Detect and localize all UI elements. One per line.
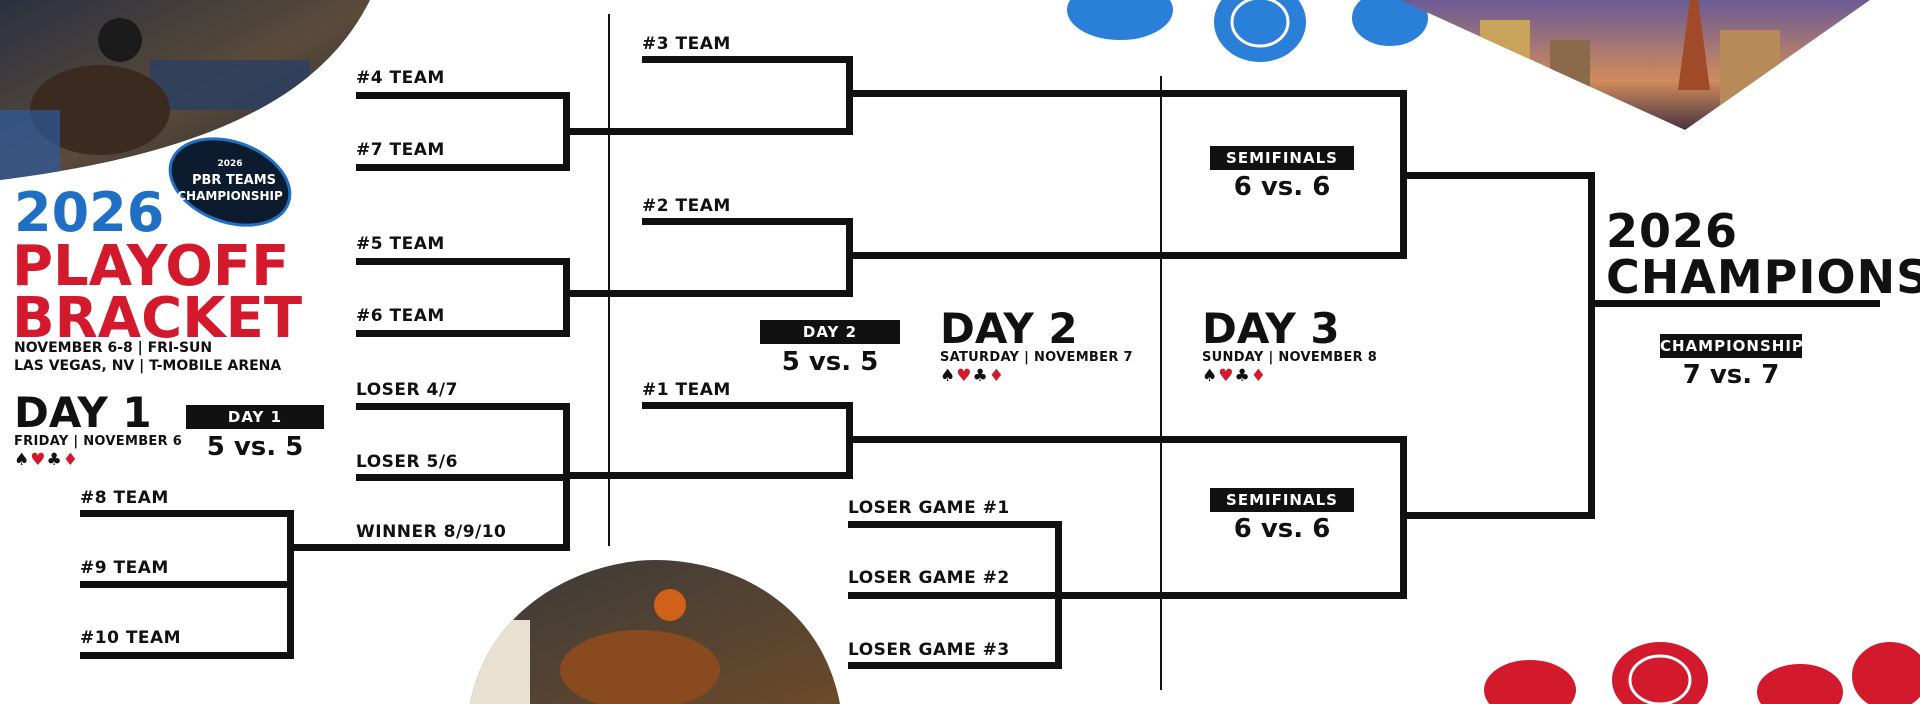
- team-8-label: #8 TEAM: [80, 488, 169, 508]
- bracket-line: [848, 662, 1062, 669]
- bracket-line: [356, 164, 570, 171]
- heart-icon: ♥: [30, 450, 47, 470]
- title-year: 2026: [14, 181, 165, 244]
- bracket-line: [1400, 172, 1595, 179]
- loser-5-6-label: LOSER 5/6: [356, 452, 458, 472]
- bracket-line: [356, 92, 570, 99]
- team-9-label: #9 TEAM: [80, 558, 169, 578]
- diamond-icon: ♦: [62, 450, 79, 470]
- club-icon: ♣: [46, 450, 63, 470]
- bracket-line: [1588, 300, 1880, 307]
- team-6-label: #6 TEAM: [356, 306, 445, 326]
- bracket-line: [563, 290, 853, 297]
- spade-icon: ♠: [1202, 366, 1219, 386]
- heart-icon: ♥: [956, 366, 973, 386]
- day1-title: DAY 1: [14, 388, 152, 437]
- day3-title: DAY 3: [1202, 304, 1340, 353]
- day3-date: SUNDAY | NOVEMBER 8: [1202, 350, 1378, 365]
- team-1-label: #1 TEAM: [642, 380, 731, 400]
- day2-suits: ♠♥♣♦: [940, 366, 1005, 386]
- title-bracket: BRACKET: [12, 286, 303, 351]
- bracket-line: [80, 652, 294, 659]
- bracket-line: [356, 403, 570, 410]
- team-7-label: #7 TEAM: [356, 140, 445, 160]
- event-dates: NOVEMBER 6-8 | FRI-SUN: [14, 340, 213, 356]
- bracket-line: [642, 218, 853, 225]
- bracket-line: [1400, 512, 1595, 519]
- day2-badge: DAY 2: [760, 320, 900, 344]
- championship-format: 7 vs. 7: [1682, 360, 1780, 390]
- logo-teams: PBR TEAMS: [192, 173, 276, 188]
- team-10-label: #10 TEAM: [80, 628, 182, 648]
- day2-date: SATURDAY | NOVEMBER 7: [940, 350, 1133, 365]
- loser-game-1-label: LOSER GAME #1: [848, 498, 1010, 518]
- logo-year: 2026: [217, 159, 242, 169]
- team-5-label: #5 TEAM: [356, 234, 445, 254]
- loser-4-7-label: LOSER 4/7: [356, 380, 458, 400]
- semifinal-top-format: 6 vs. 6: [1233, 172, 1331, 202]
- semifinal-top-badge: SEMIFINALS: [1210, 146, 1354, 170]
- day2-title: DAY 2: [940, 304, 1078, 353]
- championship-badge: CHAMPIONSHIP: [1660, 334, 1803, 358]
- spade-icon: ♠: [14, 450, 31, 470]
- day1-suits: ♠♥♣♦: [14, 450, 79, 470]
- bracket-line: [642, 402, 853, 409]
- bracket-line: [356, 474, 570, 481]
- diamond-icon: ♦: [988, 366, 1005, 386]
- day2-format: 5 vs. 5: [781, 347, 879, 377]
- poker-chips-top: [1063, 0, 1432, 66]
- bracket-line: [1588, 172, 1595, 519]
- club-icon: ♣: [972, 366, 989, 386]
- loser-game-2-label: LOSER GAME #2: [848, 568, 1010, 588]
- spade-icon: ♠: [940, 366, 957, 386]
- bracket-line: [563, 472, 853, 479]
- day2-day3-divider: [1160, 76, 1162, 690]
- bracket-line: [848, 521, 1062, 528]
- champions-year: 2026: [1606, 204, 1739, 258]
- bracket-line: [846, 252, 1407, 259]
- las-vegas-skyline-photo: [1400, 0, 1870, 130]
- champions-heading: 2026 CHAMPIONS: [1606, 208, 1920, 300]
- diamond-icon: ♦: [1250, 366, 1267, 386]
- bracket-line: [80, 510, 294, 517]
- bracket-line: [80, 581, 294, 588]
- bull-riding-photo-bottom: [470, 560, 840, 704]
- club-icon: ♣: [1234, 366, 1251, 386]
- bracket-line: [642, 56, 853, 63]
- semifinal-bottom-format: 6 vs. 6: [1233, 514, 1331, 544]
- bracket-line: [848, 592, 1062, 599]
- event-venue: LAS VEGAS, NV | T-MOBILE ARENA: [14, 358, 282, 374]
- bracket-line: [846, 436, 1407, 443]
- team-4-label: #4 TEAM: [356, 68, 445, 88]
- bracket-line: [563, 258, 570, 337]
- bracket-line: [356, 258, 570, 265]
- team-3-label: #3 TEAM: [642, 34, 731, 54]
- bracket-line: [356, 330, 570, 337]
- bracket-line: [1055, 592, 1407, 599]
- poker-chips-bottom: [1480, 638, 1920, 704]
- loser-game-3-label: LOSER GAME #3: [848, 640, 1010, 660]
- bracket-line: [290, 544, 570, 551]
- pbr-teams-championship-logo: 2026 PBR TEAMS CHAMPIONSHIP: [168, 137, 292, 227]
- bracket-line: [563, 128, 853, 135]
- day1-day2-divider: [608, 14, 610, 546]
- title-playoff: PLAYOFF: [12, 234, 290, 299]
- day1-badge: DAY 1: [186, 405, 324, 429]
- day3-suits: ♠♥♣♦: [1202, 366, 1267, 386]
- logo-championship: CHAMPIONSHIP: [177, 189, 283, 203]
- bracket-line: [287, 510, 294, 659]
- bracket-line: [846, 90, 1407, 97]
- semifinal-bottom-badge: SEMIFINALS: [1210, 488, 1354, 512]
- champions-label: CHAMPIONS: [1606, 250, 1920, 304]
- day1-format: 5 vs. 5: [206, 432, 304, 462]
- team-2-label: #2 TEAM: [642, 196, 731, 216]
- day1-date: FRIDAY | NOVEMBER 6: [14, 434, 183, 449]
- winner-8-9-10-label: WINNER 8/9/10: [356, 522, 507, 542]
- heart-icon: ♥: [1218, 366, 1235, 386]
